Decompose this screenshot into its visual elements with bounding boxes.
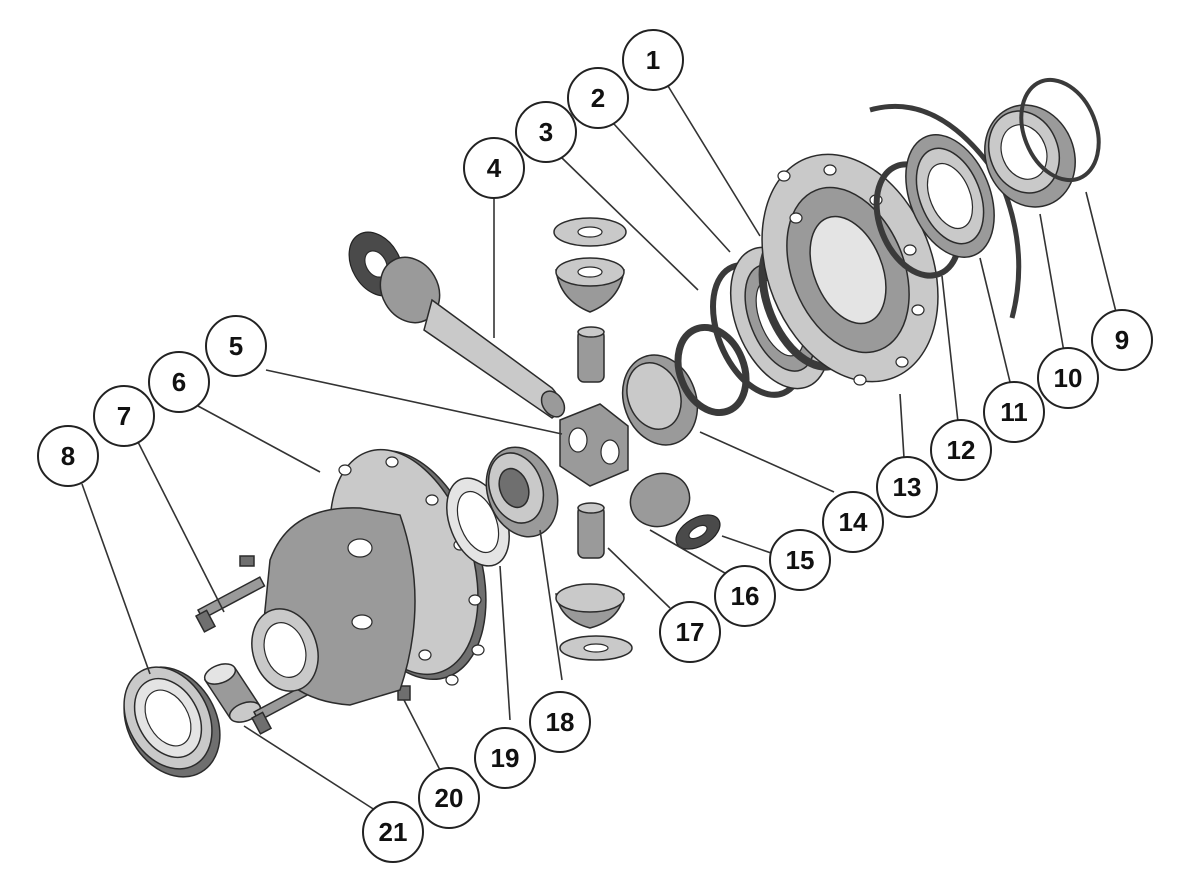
callout-17: 17 <box>659 601 721 663</box>
svg-text:13: 13 <box>893 472 922 502</box>
callout-16: 16 <box>714 565 776 627</box>
callout-12: 12 <box>930 419 992 481</box>
part-right-bearing-stack <box>869 77 1101 319</box>
callout-10: 10 <box>1037 347 1099 409</box>
svg-text:15: 15 <box>786 545 815 575</box>
svg-text:2: 2 <box>591 83 605 113</box>
callout-6: 6 <box>148 351 210 413</box>
callout-4: 4 <box>463 137 525 199</box>
svg-text:12: 12 <box>947 435 976 465</box>
svg-text:20: 20 <box>435 783 464 813</box>
svg-text:19: 19 <box>491 743 520 773</box>
svg-text:4: 4 <box>487 153 502 183</box>
svg-text:14: 14 <box>839 507 868 537</box>
svg-text:16: 16 <box>731 581 760 611</box>
svg-text:3: 3 <box>539 117 553 147</box>
part-differential-case <box>251 448 487 706</box>
svg-text:5: 5 <box>229 331 243 361</box>
svg-text:21: 21 <box>379 817 408 847</box>
part-pinion-shaft <box>348 231 566 419</box>
svg-text:17: 17 <box>676 617 705 647</box>
parts-drawing <box>123 77 1101 778</box>
callout-14: 14 <box>822 491 884 553</box>
callout-21: 21 <box>362 801 424 863</box>
part-side-gear-right <box>621 354 699 446</box>
svg-text:7: 7 <box>117 401 131 431</box>
callout-15: 15 <box>769 529 831 591</box>
callout-5: 5 <box>205 315 267 377</box>
part-bushing <box>203 663 262 723</box>
callout-18: 18 <box>529 691 591 753</box>
callout-9: 9 <box>1091 309 1153 371</box>
callouts: 1 2 3 4 5 6 7 8 <box>37 29 1153 863</box>
callout-2: 2 <box>567 67 629 129</box>
callout-3: 3 <box>515 101 577 163</box>
callout-19: 19 <box>474 727 536 789</box>
part-upper-spider-gear <box>553 217 627 313</box>
callout-11: 11 <box>983 381 1045 443</box>
part-small-gear <box>629 472 721 550</box>
svg-text:18: 18 <box>546 707 575 737</box>
callout-13: 13 <box>876 456 938 518</box>
part-bearing-left <box>123 666 221 778</box>
part-cross-pins <box>577 326 605 559</box>
svg-text:11: 11 <box>1000 397 1028 427</box>
part-spider-block <box>559 403 629 487</box>
part-lower-spider-gear <box>555 583 633 661</box>
leader-lines <box>81 85 1117 813</box>
callout-20: 20 <box>418 767 480 829</box>
svg-text:10: 10 <box>1054 363 1083 393</box>
svg-text:8: 8 <box>61 441 75 471</box>
callout-1: 1 <box>622 29 684 91</box>
part-side-gear-left <box>485 446 559 538</box>
svg-text:1: 1 <box>646 45 660 75</box>
callout-8: 8 <box>37 425 99 487</box>
svg-text:9: 9 <box>1115 325 1129 355</box>
svg-text:6: 6 <box>172 367 186 397</box>
callout-7: 7 <box>93 385 155 447</box>
